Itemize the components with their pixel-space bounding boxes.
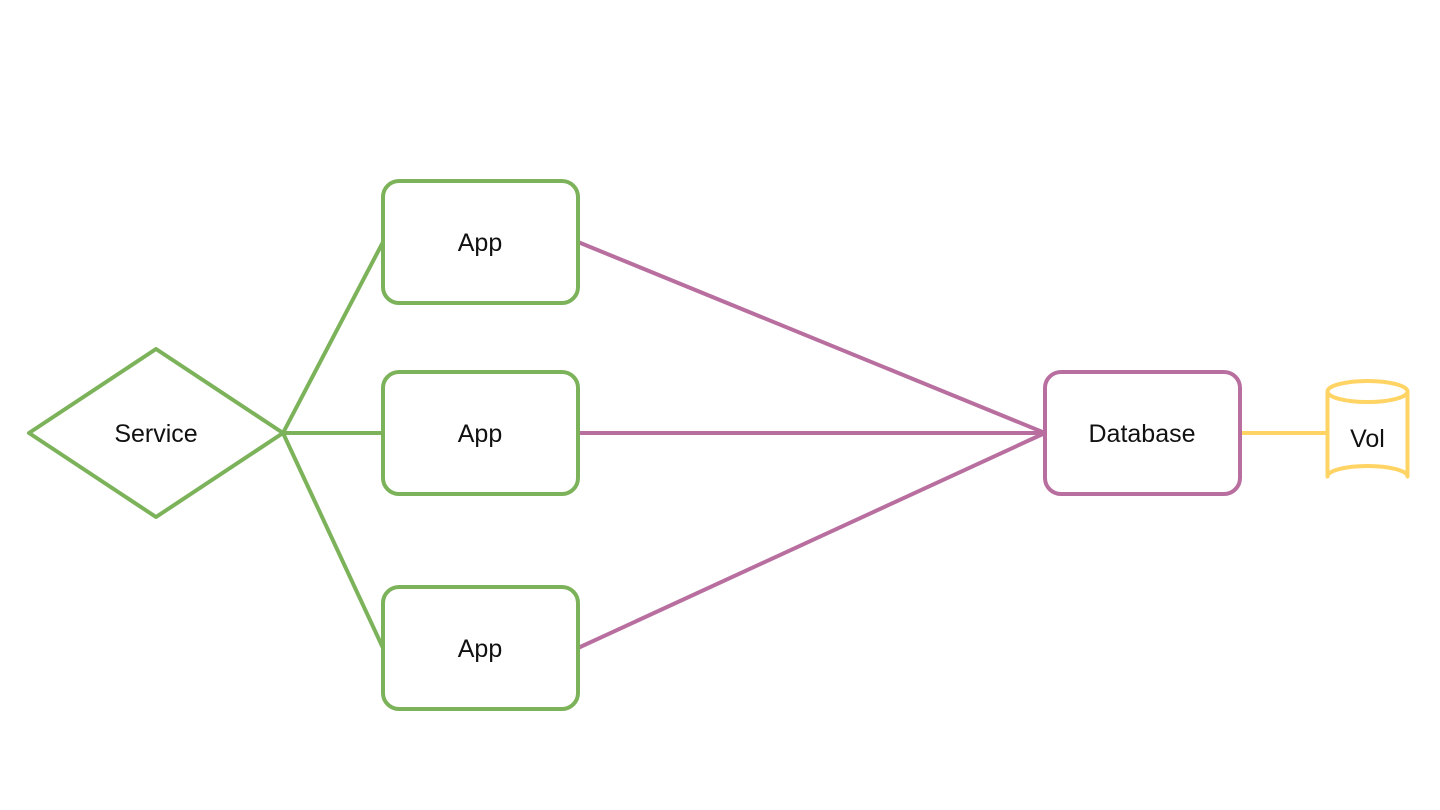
service-node: Service — [27, 347, 285, 519]
edge-app-top-database — [577, 240, 1046, 435]
app-top-rect-shape — [381, 179, 580, 305]
edge-layer — [281, 240, 1328, 650]
edge-service-app-bottom — [281, 432, 385, 649]
app-node-top: App — [381, 179, 580, 305]
app-top-label: App — [458, 229, 502, 257]
volume-cylinder-body-shape — [1325, 391, 1410, 479]
app-bottom-rect-shape — [381, 585, 580, 711]
app-bottom-label: App — [458, 635, 502, 663]
volume-label: Vol — [1350, 425, 1385, 453]
app-node-bottom: App — [381, 585, 580, 711]
edge-app-bottom-database — [577, 431, 1046, 650]
volume-node: Vol — [1325, 379, 1410, 479]
app-middle-rect-shape — [381, 370, 580, 496]
database-label: Database — [1088, 420, 1195, 448]
service-diamond-shape — [27, 347, 285, 519]
edge-service-app-top — [281, 241, 385, 434]
database-node: Database — [1043, 370, 1242, 496]
app-node-middle: App — [381, 370, 580, 496]
app-middle-label: App — [458, 420, 502, 448]
database-rect-shape — [1043, 370, 1242, 496]
service-label: Service — [114, 420, 197, 448]
volume-cylinder-top-shape — [1325, 379, 1410, 404]
